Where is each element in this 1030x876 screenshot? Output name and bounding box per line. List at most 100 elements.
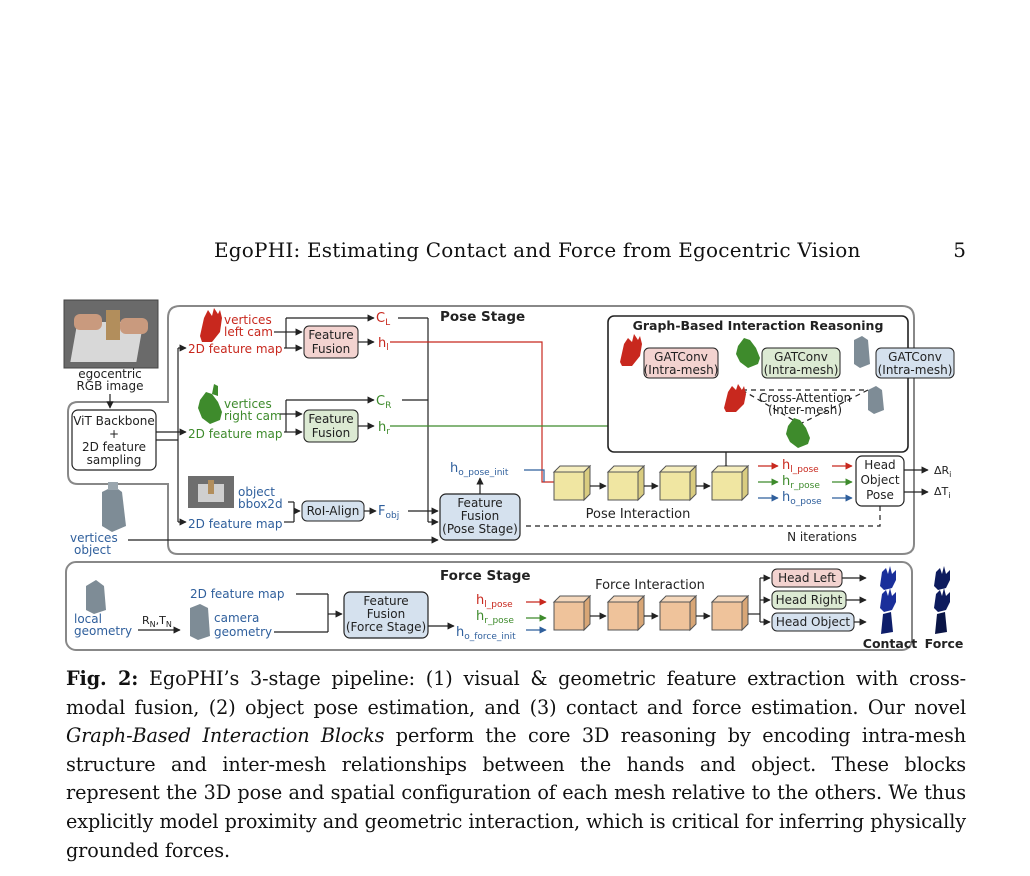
left-vertices-line1: vertices [224,313,272,327]
caption-text-part1: EgoPHI’s 3-stage pipeline: (1) visual & … [66,667,967,719]
roi-align-box [301,500,365,522]
backbone-line3: 2D feature [82,440,146,454]
running-head: EgoPHI: Estimating Contact and Force fro… [214,238,966,268]
left-connectors [274,314,375,352]
left-hand-icon [200,308,222,342]
head-pose-line2: Object [860,473,899,487]
right-vertices-line2: right cam [224,409,282,423]
input-label-line2: RGB image [76,379,143,393]
object-connectors [284,501,439,523]
egocentric-image [63,299,159,369]
running-title: EgoPHI: Estimating Contact and Force fro… [214,238,861,262]
head-object-label: Head Object [776,615,851,629]
pose-fusion-line2: Fusion [461,509,499,523]
cross-attention-triangle [741,389,869,425]
local-geometry-line2: geometry [74,624,132,638]
force-stage-frame [65,561,913,651]
pose-stage-frame [67,305,915,555]
gat-left-box [643,347,719,379]
graph-object-icon [854,336,870,368]
c-left-label: CL [376,311,390,328]
pose-cubes [552,464,750,502]
caption-label: Fig. 2: [66,667,139,690]
camera-geometry-line2: geometry [214,625,272,639]
iterations-loop [526,506,881,527]
object-bbox-image [188,476,234,508]
head-output-arrows [842,574,867,626]
left-fusion-line1: Feature [308,328,353,342]
h-o-pose-label: ho_pose [782,490,822,507]
right-feature-map: 2D feature map [188,427,283,441]
force-head-connectors [748,574,771,626]
backbone-line1: ViT Backbone [73,414,155,428]
force-fusion-line1: Feature [363,594,408,608]
graph-right-hand-icon [736,338,760,368]
contact-column-label: Contact [863,636,917,651]
force-cube-1 [552,594,592,632]
h-l-pose-label: hl_pose [782,458,819,475]
cross-object-icon [868,386,884,414]
pose-stage-title: Pose Stage [440,309,525,325]
pose-cube-2 [606,464,646,502]
contact-outputs [880,566,896,634]
gat-left-line2: (Intra-mesh) [644,363,719,377]
force-fusion-line3: (Force Stage) [346,620,426,634]
caption-emphasis: Graph-Based Interaction Blocks [66,724,385,748]
f-obj-label: Fobj [378,504,399,521]
h-right-label: hr [378,420,390,437]
head-right-label: Head Right [776,593,843,607]
right-hand-icon [198,384,222,424]
gat-right-line1: GATConv [774,350,828,364]
force-h-o-label: ho_force_init [456,625,516,642]
force-fusion-line2: Fusion [367,607,405,621]
figure-caption: Fig. 2: EgoPHI’s 3-stage pipeline: (1) v… [66,665,966,865]
force-cube-3 [658,594,698,632]
graph-reasoning-panel [607,315,909,453]
local-geometry-line1: local [74,612,102,626]
pose-cube-3 [658,464,698,502]
object-label-line2: bbox2d [238,497,283,511]
h-init-line [524,469,545,482]
pipeline-figure: egocentric RGB image ViT Backbone + 2D f… [62,296,970,656]
object-feature-map: 2D feature map [188,517,283,531]
h-r-pose-label: hr_pose [782,474,820,491]
graph-left-hand-icon [620,334,642,366]
object-mesh-icon [102,482,126,532]
h-left-line [390,341,554,483]
right-fusion-line1: Feature [308,412,353,426]
force-h-l-label: hl_pose [476,593,513,610]
gat-object-line1: GATConv [888,350,942,364]
force-interaction-label: Force Interaction [595,578,705,593]
head-left-label: Head Left [778,571,836,585]
right-vertices-line1: vertices [224,397,272,411]
force-h-r-label: hr_pose [476,609,514,626]
left-feature-map: 2D feature map [188,342,283,356]
right-fusion-box [303,409,359,443]
left-fusion-box [303,325,359,359]
local-geometry-icon [86,580,106,614]
right-fusion-line2: Fusion [312,426,350,440]
force-feature-map: 2D feature map [190,587,285,601]
gat-object-line2: (Intra-mesh) [878,363,953,377]
iterations-label: N iterations [787,530,857,544]
roi-align-label: RoI-Align [307,504,360,518]
caption-text-part2: perform the core 3D reasoning by encodin… [66,724,966,862]
gat-left-line1: GATConv [654,350,708,364]
cross-right-hand-icon [786,418,810,448]
gat-right-box [761,347,841,379]
input-label-line1: egocentric [78,367,142,381]
force-cube-2 [606,594,646,632]
vertices-object-line2: object [74,543,111,557]
h-left-label: hl [378,336,389,353]
force-cubes [552,594,750,632]
force-column-label: Force [925,636,964,651]
backbone-bus [156,344,187,526]
left-fusion-line2: Fusion [312,342,350,356]
pose-cube-1 [552,464,592,502]
force-stage-title: Force Stage [440,568,531,584]
camera-geometry-line1: camera [214,611,259,625]
cross-attention-line1: Cross-Attention [759,391,851,405]
graph-title: Graph-Based Interaction Reasoning [633,318,884,333]
cross-left-hand-icon [724,384,746,412]
force-cube-4 [710,594,750,632]
